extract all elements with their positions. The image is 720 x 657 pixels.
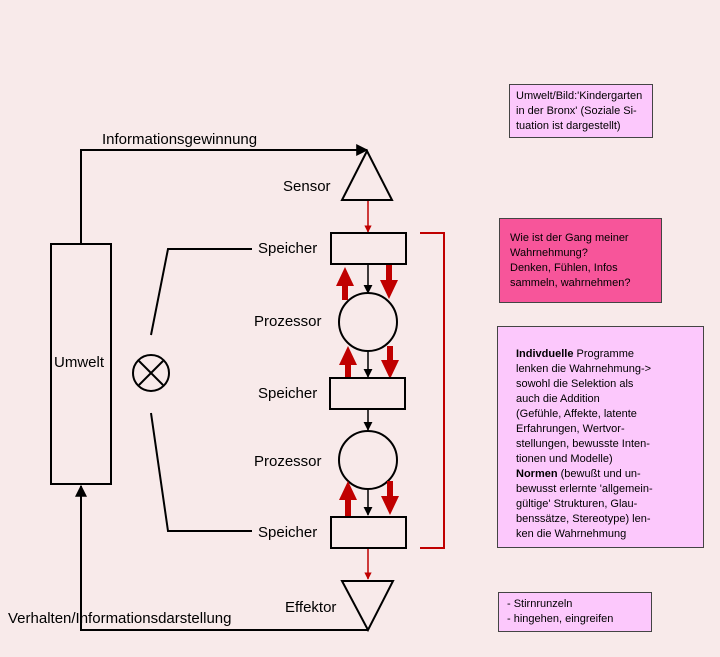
- note-programs-norms: Indivduelle Programme lenken die Wahrneh…: [497, 326, 704, 548]
- information-gain-label: Informationsgewinnung: [102, 131, 257, 148]
- feedback-down-arrow-3: [381, 481, 399, 515]
- memory-label-3: Speicher: [258, 524, 317, 541]
- note-programs-bold: Indivduelle: [516, 348, 574, 360]
- red-bracket: [420, 232, 445, 549]
- processor-circle-2: [338, 430, 398, 490]
- note-environment-image: Umwelt/Bild:'Kindergarten in der Bronx' …: [509, 84, 653, 138]
- effector-label: Effektor: [285, 599, 336, 616]
- sensor-label: Sensor: [283, 178, 331, 195]
- memory-label-2: Speicher: [258, 385, 317, 402]
- sensor-triangle: [340, 148, 394, 201]
- note-norms-text: (bewußt und un- bewusst erlernte 'allgem…: [516, 468, 653, 540]
- memory-box-3: [330, 516, 407, 549]
- processor-circle-1: [338, 292, 398, 352]
- memory-label-1: Speicher: [258, 240, 317, 257]
- environment-label: Umwelt: [54, 354, 105, 371]
- note-perception-question: Wie ist der Gang meiner Wahrnehmung? Den…: [499, 218, 662, 303]
- filter-symbol: [132, 354, 170, 392]
- memory-box-1: [330, 232, 407, 265]
- filter-bottom-line: [150, 412, 252, 532]
- note-programs-text: Programme lenken die Wahrnehmung-> sowoh…: [516, 348, 652, 465]
- feedback-up-arrow-1: [336, 267, 354, 300]
- filter-top-line: [150, 248, 252, 336]
- behavior-arrow: [75, 484, 368, 631]
- feedback-up-arrow-3: [339, 481, 357, 516]
- note-effector-actions: - Stirnrunzeln - hingehen, eingreifen: [498, 592, 652, 632]
- information-gain-arrow: [80, 144, 369, 244]
- effector-triangle: [340, 580, 395, 633]
- memory-box-2: [329, 377, 406, 410]
- feedback-up-arrow-2: [339, 346, 357, 379]
- feedback-down-arrow-1: [380, 265, 398, 299]
- feedback-down-arrow-2: [381, 346, 399, 379]
- processor-label-1: Prozessor: [254, 313, 322, 330]
- note-norms-bold: Normen: [516, 468, 558, 480]
- behavior-label: Verhalten/Informationsdarstellung: [8, 610, 231, 627]
- processor-label-2: Prozessor: [254, 453, 322, 470]
